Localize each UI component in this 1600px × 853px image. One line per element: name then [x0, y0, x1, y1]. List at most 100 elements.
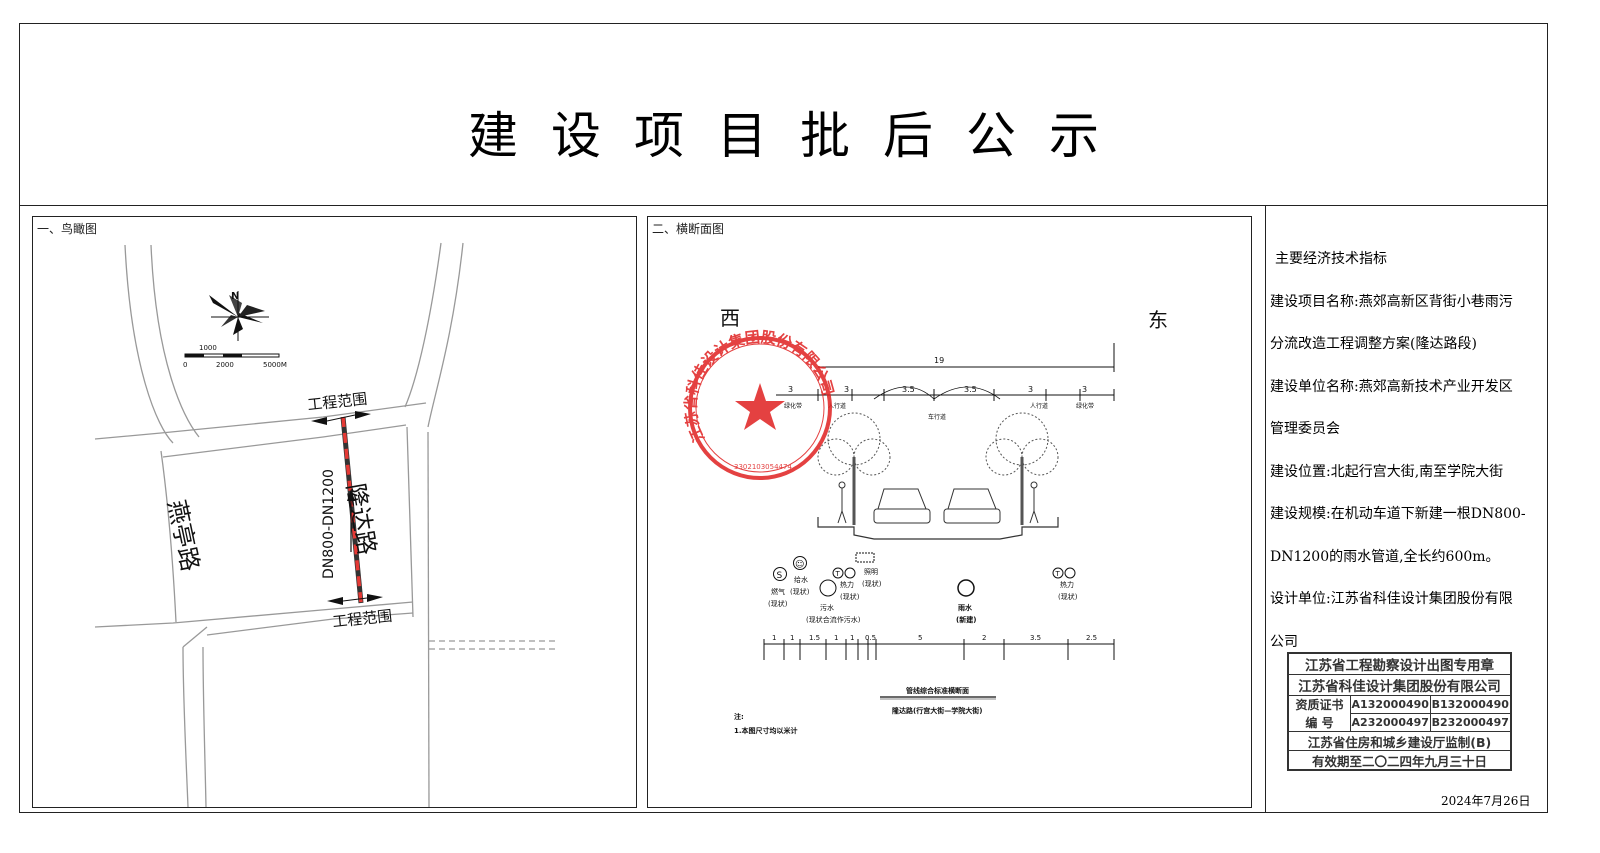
document-frame	[19, 23, 1548, 813]
lane-label: 车行道	[928, 413, 946, 421]
info-line: 管理委员会	[1270, 421, 1340, 437]
road-edge	[150, 244, 200, 438]
road-edge	[160, 450, 177, 623]
stamp-cert-label: 资质证书	[1295, 698, 1344, 712]
west-label: 西	[720, 306, 740, 330]
column-divider	[1265, 206, 1266, 813]
road-name-side: 燕亭路	[162, 497, 204, 573]
dim-bottom: 0.5	[865, 634, 876, 642]
aerial-map: 工程范围 工程范围 隆达路 燕亭路 DN800-DN1200 N 1000 0 …	[94, 242, 558, 807]
dim-bottom: 1	[850, 634, 854, 642]
utility-status: (现状合流作污水)	[806, 615, 861, 624]
project-pipeline	[340, 416, 364, 604]
dim-bottom: 1	[834, 634, 838, 642]
info-line: 建设单位名称:燕郊高新技术产业开发区	[1270, 378, 1513, 395]
heat-pipe-symbol	[844, 567, 856, 579]
dim-bottom: 1	[772, 634, 776, 642]
section-caption: 管线综合标准横断面	[906, 686, 969, 695]
dim-bottom: 2.5	[1086, 634, 1097, 642]
scale-tick: 1000	[199, 344, 217, 352]
scale-tick: 5000M	[263, 361, 287, 369]
tree-icon	[817, 412, 891, 525]
section-panel: 二、横断面图 西 东 19 3 3 3.5 3.5 3 3 绿化带 人行道 车行…	[647, 216, 1252, 808]
dim-bottom: 2	[982, 634, 986, 642]
utility-status: (现状)	[790, 587, 810, 596]
info-line: 设计单位:江苏省科佳设计集团股份有限	[1270, 591, 1513, 607]
stamp-number-label: 编 号	[1305, 716, 1334, 730]
compass-icon	[209, 291, 269, 341]
utility-status: (现状)	[840, 592, 860, 601]
gas-pipe-symbol	[773, 567, 787, 581]
heat-pipe-symbol	[1052, 567, 1064, 579]
range-arrow	[367, 594, 383, 602]
dim-total: 19	[934, 356, 944, 365]
dim-seg: 3.5	[902, 385, 915, 394]
info-line: 公司	[1270, 633, 1298, 650]
lane-label: 绿化带	[1076, 402, 1094, 410]
sewer-pipe-symbol	[819, 579, 837, 597]
heat-symbol-text: T	[835, 570, 841, 578]
pedestrian-icon	[1029, 481, 1039, 524]
info-line: 建设项目名称:燕郊高新区背街小巷雨污	[1270, 293, 1513, 310]
qualification-stamp: 江苏省工程勘察设计出图专用章 江苏省科佳设计集团股份有限公司 资质证书 编 号 …	[1287, 652, 1512, 771]
road-edge	[404, 242, 442, 408]
info-line: 建设规模:在机动车道下新建一根DN800-	[1270, 506, 1526, 522]
lane-label: 人行道	[1030, 402, 1048, 410]
scale-bar	[184, 353, 280, 358]
heat-pipe-symbol	[1064, 567, 1076, 579]
stamp-cert-no: A232000497	[1351, 713, 1431, 732]
range-label-bottom: 工程范围	[332, 607, 394, 631]
utility-status: (现状)	[862, 579, 882, 588]
utility-label: 污水	[820, 603, 834, 612]
utility-label: 燃气	[771, 587, 785, 596]
tree-icon	[985, 412, 1059, 525]
road-edge	[427, 242, 464, 428]
stamp-cert-no: B232000497	[1431, 715, 1509, 729]
info-line: 分流改造工程调整方案(隆达路段)	[1270, 336, 1477, 352]
info-heading: 主要经济技术指标	[1275, 251, 1387, 267]
stamp-cert-no: A132000490	[1351, 695, 1431, 714]
dim-seg: 3	[1082, 385, 1087, 394]
aerial-panel: 一、鸟瞰图	[32, 216, 637, 808]
cross-section-drawing: 西 东 19 3 3 3.5 3.5 3 3 绿化带 人行道 车行道 人行道 绿…	[682, 306, 1168, 735]
section-label: 二、横断面图	[652, 222, 725, 236]
dim-seg: 3	[844, 385, 849, 394]
dim-seg: 3	[1028, 385, 1033, 394]
scale-tick: 2000	[216, 361, 234, 369]
road-surface	[817, 517, 1059, 540]
lane-label: 人行道	[828, 402, 846, 410]
utility-status: (现状)	[1058, 592, 1078, 601]
dim-seg: 3	[788, 385, 793, 394]
water-symbol-text: ☺	[795, 559, 804, 570]
road-edge	[94, 601, 414, 628]
utility-label: 热力	[1060, 580, 1074, 589]
heat-symbol-text: T	[1055, 570, 1061, 578]
page-title: 建设项目批后公示	[468, 107, 1132, 165]
stamp-cert-no: B132000490	[1430, 696, 1510, 714]
range-label-top: 工程范围	[307, 390, 369, 414]
dim-bottom: 5	[918, 634, 922, 642]
road-edge	[202, 646, 207, 807]
utility-label: 给水	[794, 575, 808, 584]
seal-number: 3302103054474	[734, 463, 792, 471]
stamp-validity: 有效期至二〇二四年九月三十日	[1311, 753, 1487, 769]
road-edge	[182, 626, 208, 648]
east-label: 东	[1148, 308, 1168, 332]
info-line: 建设位置:北起行宫大街,南至学院大街	[1270, 463, 1504, 480]
publish-date: 2024年7月26日	[1441, 794, 1531, 808]
utility-status: (新建)	[956, 615, 976, 624]
road-edge	[406, 426, 414, 618]
info-line: DN1200的雨水管道,全长约600m。	[1270, 548, 1500, 565]
gas-symbol-text: S	[777, 571, 783, 581]
utility-label: 照明	[864, 568, 878, 576]
lane-label: 绿化带	[784, 402, 802, 410]
rain-pipe-symbol	[957, 579, 975, 597]
stamp-company: 江苏省科佳设计集团股份有限公司	[1298, 679, 1501, 695]
lighting-cable-symbol	[855, 552, 875, 563]
note-title: 注:	[734, 712, 744, 721]
compass-north: N	[231, 291, 239, 302]
note-text: 1.本图尺寸均以米计	[734, 726, 798, 735]
scale-tick: 0	[183, 361, 187, 369]
pipe-label: DN800-DN1200	[321, 469, 337, 579]
dim-bottom: 1	[790, 634, 794, 642]
